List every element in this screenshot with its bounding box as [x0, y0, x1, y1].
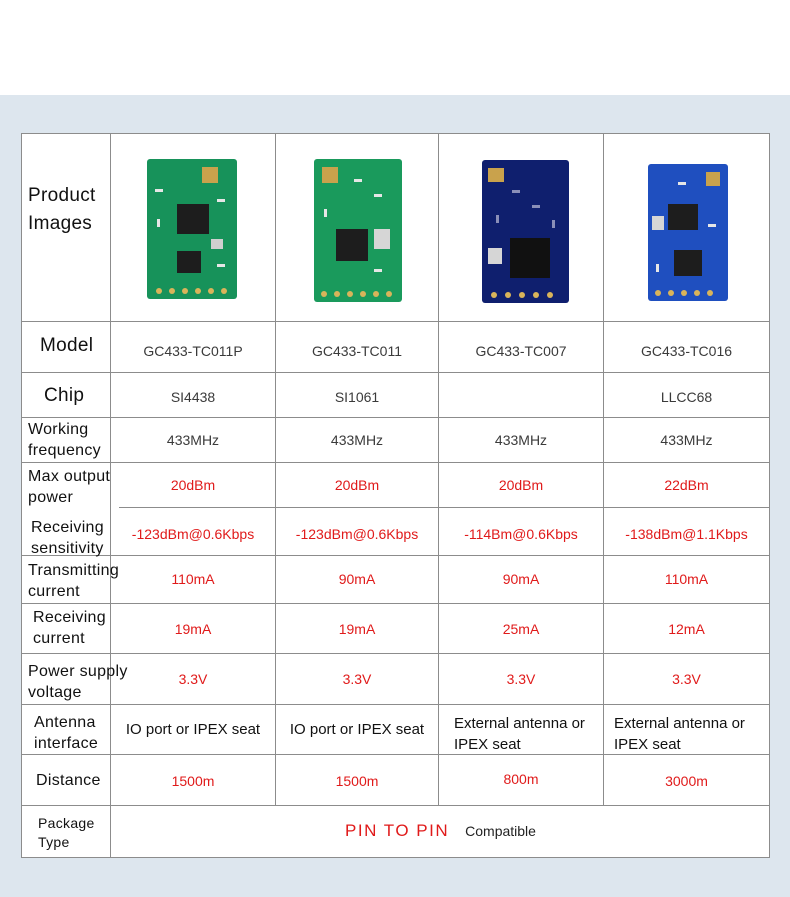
voltage-value: 3.3V — [178, 671, 208, 687]
sensitivity-value: -138dBm@1.1Kbps — [625, 526, 748, 542]
tx-current-value: 90mA — [502, 571, 540, 587]
antenna-value: IO port or IPEX seat — [125, 720, 261, 738]
max-power-value: 20dBm — [170, 477, 216, 493]
tx-current-value: 110mA — [171, 571, 215, 587]
distance-value: 800m — [503, 771, 539, 787]
antenna-value: External antenna or IPEX seat — [454, 715, 585, 753]
chip-value: LLCC68 — [660, 389, 713, 405]
chip-value: SI1061 — [334, 389, 380, 405]
max-power-value: 20dBm — [498, 477, 544, 493]
row-divider — [22, 417, 769, 418]
label-antenna-interface: Antenna interface — [34, 714, 99, 752]
pcb-module-image — [648, 164, 728, 301]
label-chip: Chip — [44, 385, 85, 406]
chip-value — [439, 382, 603, 412]
distance-value: 1500m — [335, 773, 379, 789]
label-product-images: Product Images — [28, 185, 96, 234]
row-divider — [22, 555, 769, 556]
model-value: GC433-TC016 — [640, 343, 733, 359]
label-receiving-current: Receiving current — [33, 609, 106, 647]
label-power-supply-voltage: Power supply voltage — [28, 663, 128, 701]
sensitivity-value: -114Bm@0.6Kbps — [464, 526, 578, 542]
sensitivity-value: -123dBm@0.6Kbps — [295, 526, 419, 542]
column-divider — [110, 134, 111, 857]
model-value: GC433-TC011 — [311, 343, 402, 359]
column-divider — [603, 134, 604, 805]
row-divider — [22, 372, 769, 373]
sensitivity-value: -123dBm@0.6Kbps — [131, 526, 255, 542]
pcb-module-image — [147, 159, 237, 299]
row-divider — [22, 805, 769, 806]
antenna-value: External antenna or IPEX seat — [614, 715, 745, 753]
comparison-table: Product Images Model Chip Working freque… — [21, 133, 770, 858]
frequency-value: 433MHz — [660, 432, 713, 448]
antenna-value: IO port or IPEX seat — [289, 720, 425, 738]
max-power-value: 22dBm — [664, 477, 709, 493]
frequency-value: 433MHz — [494, 432, 548, 448]
row-divider — [119, 507, 769, 508]
column-divider — [438, 134, 439, 805]
row-divider — [22, 321, 769, 322]
label-max-output-power: Max output power — [28, 468, 111, 506]
voltage-value: 3.3V — [506, 671, 536, 687]
distance-value: 1500m — [171, 773, 215, 789]
voltage-value: 3.3V — [342, 671, 372, 687]
rx-current-value: 19mA — [338, 621, 376, 637]
row-divider — [22, 754, 769, 755]
pcb-module-image — [482, 160, 569, 303]
row-divider — [22, 653, 769, 654]
row-divider — [22, 704, 769, 705]
model-value: GC433-TC007 — [475, 343, 567, 359]
rx-current-value: 25mA — [502, 621, 540, 637]
voltage-value: 3.3V — [672, 671, 701, 687]
compatible-label: Compatible — [465, 823, 536, 839]
label-working-frequency: Working frequency — [28, 421, 101, 459]
row-divider — [22, 462, 769, 463]
rx-current-value: 12mA — [668, 621, 705, 637]
package-compatibility: PIN TO PIN Compatible — [112, 806, 769, 856]
rx-current-value: 19mA — [174, 621, 212, 637]
chip-value: SI4438 — [170, 389, 216, 405]
row-divider — [22, 603, 769, 604]
label-distance: Distance — [36, 772, 101, 789]
label-model: Model — [40, 335, 94, 356]
label-transmitting-current: Transmitting current — [28, 562, 120, 600]
label-package-type: Package Type — [38, 815, 95, 850]
label-receiving-sensitivity: Receiving sensitivity — [31, 519, 104, 557]
pin-to-pin-label: PIN TO PIN — [345, 821, 450, 840]
distance-value: 3000m — [665, 773, 708, 789]
pcb-module-image — [314, 159, 402, 302]
frequency-value: 433MHz — [166, 432, 220, 448]
frequency-value: 433MHz — [330, 432, 384, 448]
tx-current-value: 90mA — [338, 571, 376, 587]
tx-current-value: 110mA — [664, 571, 709, 587]
column-divider — [275, 134, 276, 805]
max-power-value: 20dBm — [334, 477, 380, 493]
model-value: GC433-TC011P — [143, 343, 243, 359]
